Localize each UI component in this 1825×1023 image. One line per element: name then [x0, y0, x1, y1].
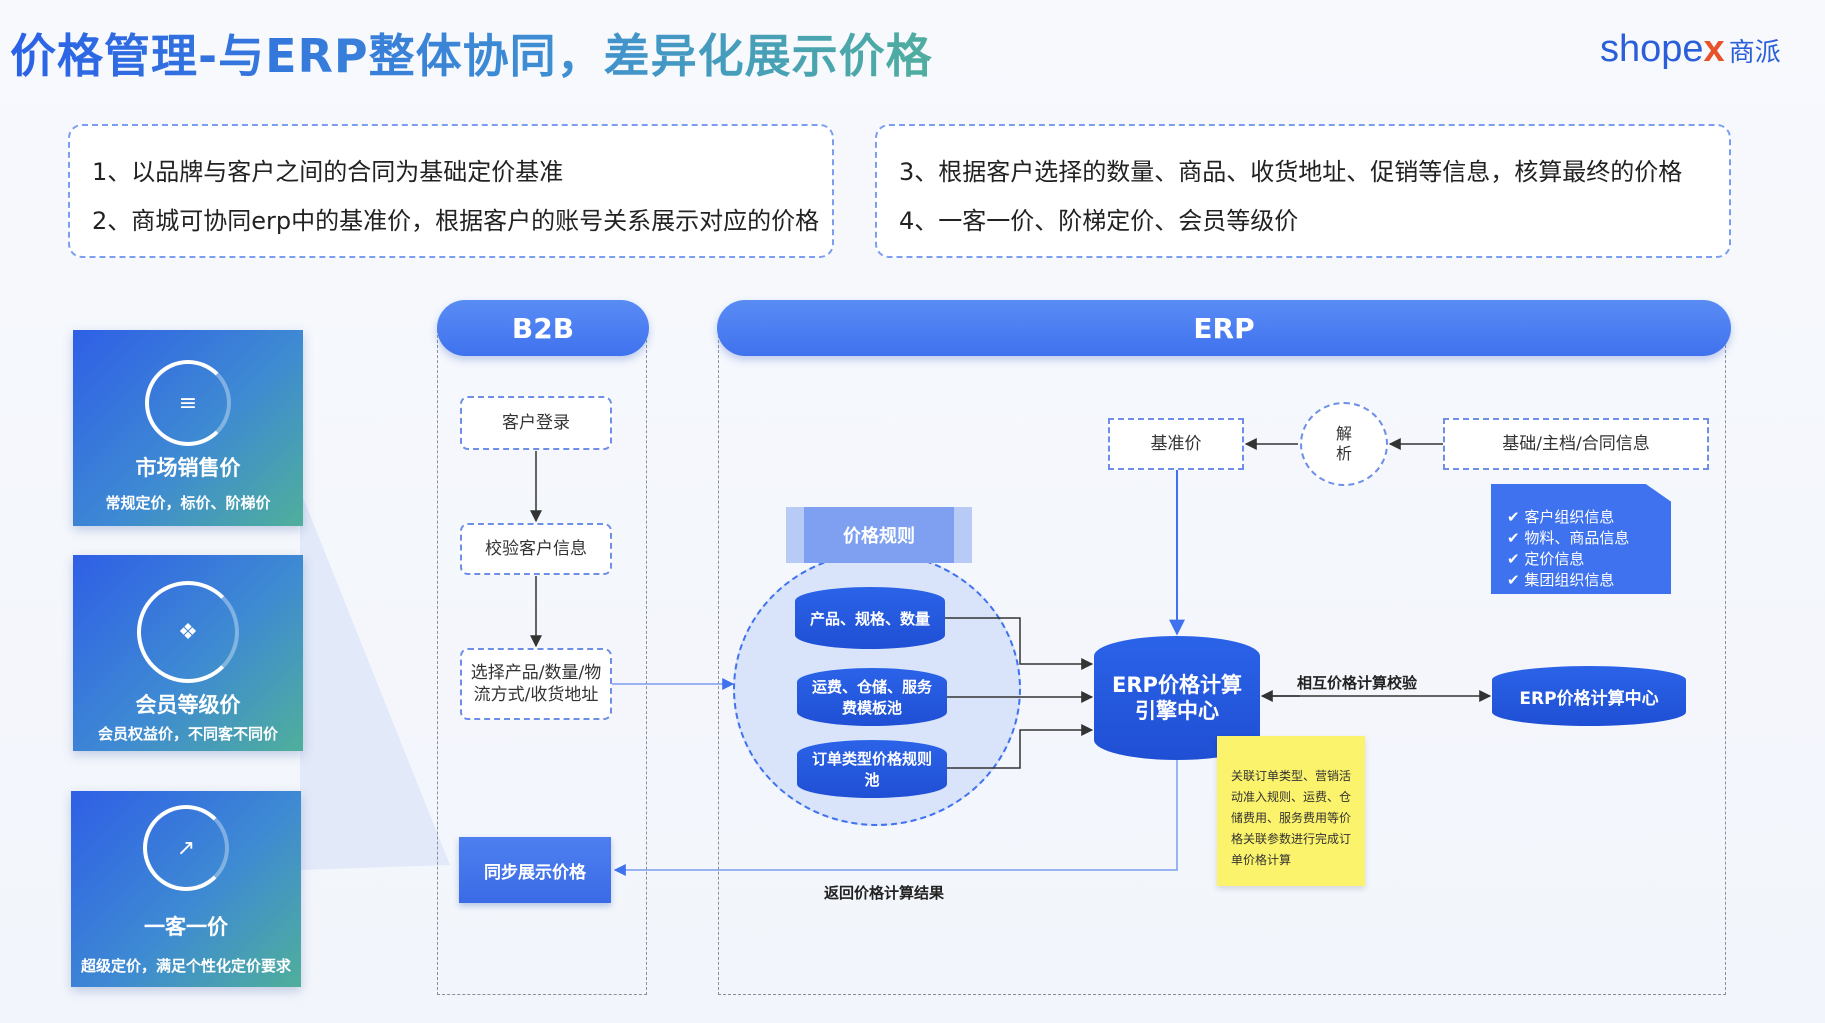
center-cylinder: ERP价格计算中心: [1492, 666, 1686, 726]
note-line: 2、商城可协同erp中的基准价，根据客户的账号关系展示对应的价格: [92, 207, 820, 235]
price-card-member: ❖ 会员等级价 会员权益价，不同客不同价: [73, 555, 303, 751]
card-subtitle: 超级定价，满足个性化定价要求: [80, 957, 291, 975]
check-item: ✔ 集团组织信息: [1507, 571, 1615, 589]
step-select: 选择产品/数量/物流方式/收货地址: [460, 648, 612, 720]
rule-cylinder: 运费、仓储、服务费模板池: [797, 668, 947, 726]
zoom-trapezoid: [300, 490, 450, 870]
sync-price-box: 同步展示价格: [459, 837, 611, 903]
step-verify: 校验客户信息: [460, 523, 612, 575]
note-line: 4、一客一价、阶梯定价、会员等级价: [899, 207, 1299, 235]
note-right: 3、根据客户选择的数量、商品、收货地址、促销等信息，核算最终的价格 4、一客一价…: [875, 124, 1731, 258]
note-line: 3、根据客户选择的数量、商品、收货地址、促销等信息，核算最终的价格: [899, 158, 1683, 186]
check-item: ✔ 定价信息: [1507, 550, 1585, 568]
logo-text: shope: [1600, 28, 1704, 70]
rule-cylinder: 产品、规格、数量: [795, 587, 945, 649]
mutual-check-label: 相互价格计算校验: [1297, 674, 1418, 692]
page-title: 价格管理-与ERP整体协同，差异化展示价格: [10, 20, 933, 86]
erp-header: ERP: [717, 300, 1731, 356]
sliders-icon: ≡: [145, 360, 231, 446]
b2b-header: B2B: [437, 300, 649, 356]
rule-cylinder: 订单类型价格规则池: [797, 740, 947, 798]
logo-cn: 商派: [1728, 37, 1781, 67]
parse-circle: 解析: [1300, 402, 1388, 486]
note-left: 1、以品牌与客户之间的合同为基础定价基准 2、商城可协同erp中的基准价，根据客…: [68, 124, 834, 258]
card-subtitle: 会员权益价，不同客不同价: [97, 725, 278, 743]
chart-icon: ↗: [143, 805, 229, 891]
price-card-one-price: ↗ 一客一价 超级定价，满足个性化定价要求: [71, 791, 301, 987]
step-login: 客户登录: [460, 396, 612, 450]
card-title: 一客一价: [144, 915, 228, 939]
cubes-icon: ❖: [137, 581, 239, 683]
note-line: 1、以品牌与客户之间的合同为基础定价基准: [92, 158, 564, 186]
base-price-box: 基准价: [1108, 418, 1244, 470]
card-title: 会员等级价: [135, 693, 241, 717]
base-info-box: 基础/主档/合同信息: [1443, 418, 1709, 470]
return-label: 返回价格计算结果: [824, 884, 945, 902]
card-title: 市场销售价: [135, 456, 241, 480]
checklist-box: ✔ 客户组织信息 ✔ 物料、商品信息 ✔ 定价信息 ✔ 集团组织信息: [1491, 484, 1671, 594]
card-subtitle: 常规定价，标价、阶梯价: [105, 494, 271, 512]
rules-title: 价格规则: [786, 507, 972, 563]
logo-x: x: [1703, 28, 1725, 70]
price-card-market: ≡ 市场销售价 常规定价，标价、阶梯价: [73, 330, 303, 526]
check-item: ✔ 物料、商品信息: [1507, 529, 1630, 547]
sticky-note: 关联订单类型、营销活动准入规则、运费、仓储费用、服务费用等价格关联参数进行完成订…: [1217, 736, 1365, 886]
check-item: ✔ 客户组织信息: [1507, 508, 1615, 526]
